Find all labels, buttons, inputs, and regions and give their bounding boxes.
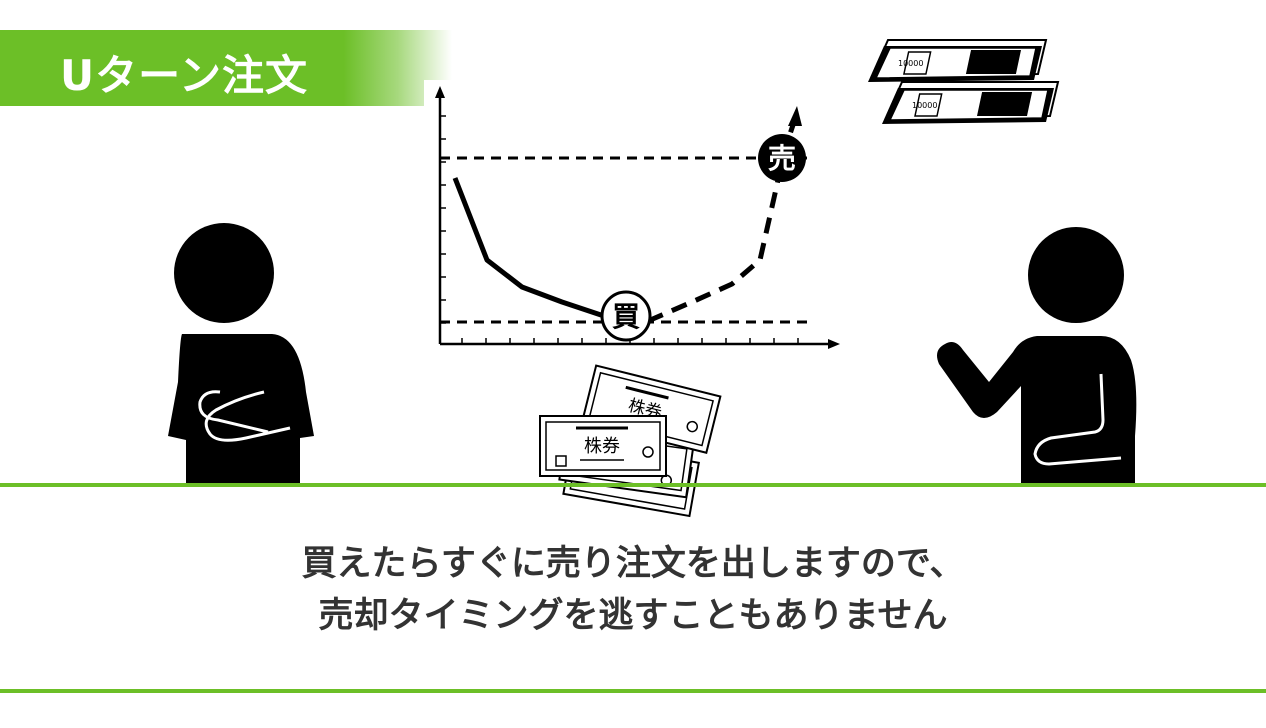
person-arms-crossed-icon (168, 223, 314, 486)
banknote-stack-bottom: 10000 (882, 81, 1060, 124)
title-banner: Uターン注文 (0, 30, 452, 106)
banknote-stack-top: 10000 (868, 39, 1048, 82)
caption-line-1: 買えたらすぐに売り注文を出しますので、 (301, 544, 965, 584)
person-explaining-icon (937, 227, 1137, 486)
banknote-stacks-icon: 10000 10000 (868, 39, 1060, 124)
caption-line-2: 売却タイミングを逃すこともありません (318, 596, 948, 636)
u-turn-chart: 買 売 (424, 80, 840, 356)
buy-marker-label: 買 (612, 300, 640, 333)
stock-certificate-front: 株券 (539, 415, 667, 477)
stock-certificate-front-label: 株券 (584, 436, 620, 457)
banknote-top-denomination: 10000 (898, 59, 923, 68)
x-axis-arrow (828, 339, 840, 349)
stock-certificates-icon: 株券 株券 (539, 364, 722, 518)
sell-marker-label: 売 (768, 142, 796, 175)
divider-bottom (0, 689, 1266, 693)
rebound-arrow-head (788, 106, 802, 126)
buy-marker: 買 (600, 290, 652, 342)
price-decline-line (452, 177, 605, 319)
y-axis-arrow (435, 86, 445, 98)
sell-marker: 売 (758, 134, 806, 182)
slide-title: Uターン注文 (60, 51, 309, 100)
caption: 買えたらすぐに売り注文を出しますので、 売却タイミングを逃すこともありません (0, 538, 1266, 642)
divider-top (0, 483, 1266, 487)
banknote-bottom-denomination: 10000 (912, 101, 937, 110)
